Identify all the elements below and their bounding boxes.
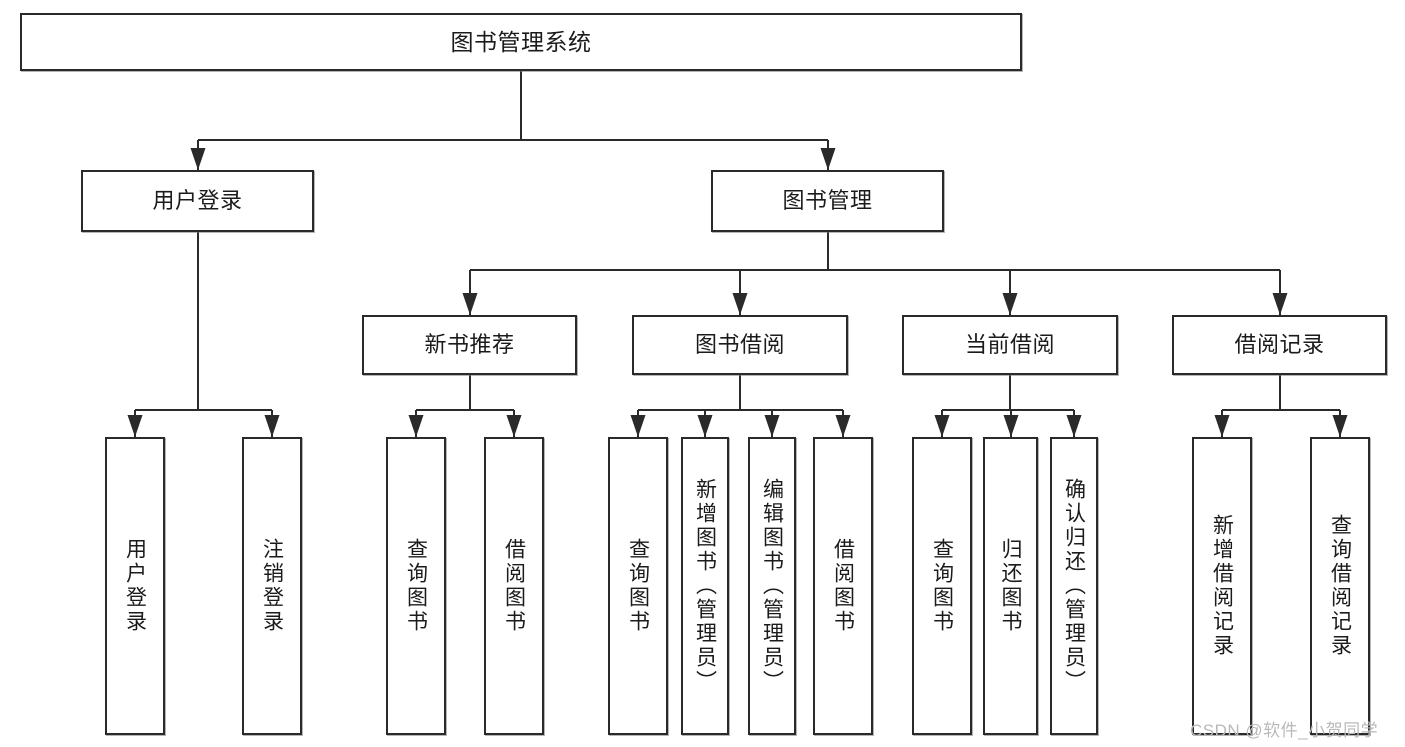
node-leaf-borrow-book[interactable]: 借阅图书 — [813, 437, 873, 735]
node-new-book-recommend[interactable]: 新书推荐 — [362, 315, 577, 375]
node-leaf-confirm-return-admin[interactable]: 确认归还（管理员） — [1050, 437, 1098, 735]
node-borrow-record[interactable]: 借阅记录 — [1172, 315, 1387, 375]
node-label: 新增图书（管理员） — [693, 478, 717, 694]
node-label: 借阅图书 — [831, 538, 855, 634]
node-label: 图书借阅 — [694, 332, 785, 358]
node-label: 查询图书 — [930, 538, 954, 634]
node-user-login[interactable]: 用户登录 — [81, 170, 314, 232]
arrowhead-icon — [408, 415, 424, 437]
node-leaf-borrow-book-rec[interactable]: 借阅图书 — [484, 437, 544, 735]
arrowhead-icon — [934, 415, 950, 437]
node-leaf-query-borrow-record[interactable]: 查询借阅记录 — [1310, 437, 1370, 735]
node-leaf-add-book-admin[interactable]: 新增图书（管理员） — [681, 437, 729, 735]
arrowhead-icon — [1214, 415, 1230, 437]
node-label: 查询图书 — [404, 538, 428, 634]
node-leaf-query-book-rec[interactable]: 查询图书 — [386, 437, 446, 735]
node-book-borrow[interactable]: 图书借阅 — [632, 315, 848, 375]
node-leaf-user-logout[interactable]: 注销登录 — [242, 437, 302, 735]
arrowhead-icon — [506, 415, 522, 437]
node-leaf-return-book[interactable]: 归还图书 — [983, 437, 1038, 735]
arrowhead-icon — [1003, 415, 1019, 437]
node-label: 注销登录 — [260, 538, 284, 634]
arrowhead-icon — [190, 148, 206, 170]
node-label: 查询图书 — [626, 538, 650, 634]
node-book-manage[interactable]: 图书管理 — [711, 170, 944, 232]
node-label: 新书推荐 — [424, 332, 515, 358]
node-label: 图书管理系统 — [450, 28, 592, 55]
arrowhead-icon — [1002, 293, 1018, 315]
node-label: 编辑图书（管理员） — [760, 478, 784, 694]
node-label: 归还图书 — [999, 538, 1022, 634]
node-current-borrow[interactable]: 当前借阅 — [902, 315, 1118, 375]
watermark-text: CSDN @软件_小贺同学 — [1190, 721, 1379, 740]
arrowhead-icon — [1332, 415, 1348, 437]
arrowhead-icon — [1066, 415, 1082, 437]
arrowhead-icon — [820, 148, 836, 170]
arrowhead-icon — [1272, 293, 1288, 315]
node-label: 借阅记录 — [1234, 332, 1325, 358]
node-root[interactable]: 图书管理系统 — [20, 13, 1022, 71]
node-label: 当前借阅 — [964, 332, 1055, 358]
arrowhead-icon — [630, 415, 646, 437]
arrowhead-icon — [835, 415, 851, 437]
node-label: 用户登录 — [123, 538, 147, 634]
node-label: 查询借阅记录 — [1328, 514, 1352, 658]
arrowhead-icon — [462, 293, 478, 315]
arrowhead-icon — [697, 415, 713, 437]
node-label: 图书管理 — [782, 188, 873, 214]
node-leaf-query-book-borrow[interactable]: 查询图书 — [608, 437, 668, 735]
arrowhead-icon — [264, 415, 280, 437]
node-label: 确认归还（管理员） — [1062, 478, 1086, 694]
node-leaf-query-book-current[interactable]: 查询图书 — [912, 437, 972, 735]
node-label: 新增借阅记录 — [1210, 514, 1234, 658]
arrowhead-icon — [127, 415, 143, 437]
node-label: 借阅图书 — [502, 538, 526, 634]
node-label: 用户登录 — [152, 188, 243, 214]
node-leaf-user-login[interactable]: 用户登录 — [105, 437, 165, 735]
arrowhead-icon — [732, 293, 748, 315]
node-leaf-edit-book-admin[interactable]: 编辑图书（管理员） — [748, 437, 796, 735]
arrowhead-icon — [764, 415, 780, 437]
node-leaf-add-borrow-record[interactable]: 新增借阅记录 — [1192, 437, 1252, 735]
